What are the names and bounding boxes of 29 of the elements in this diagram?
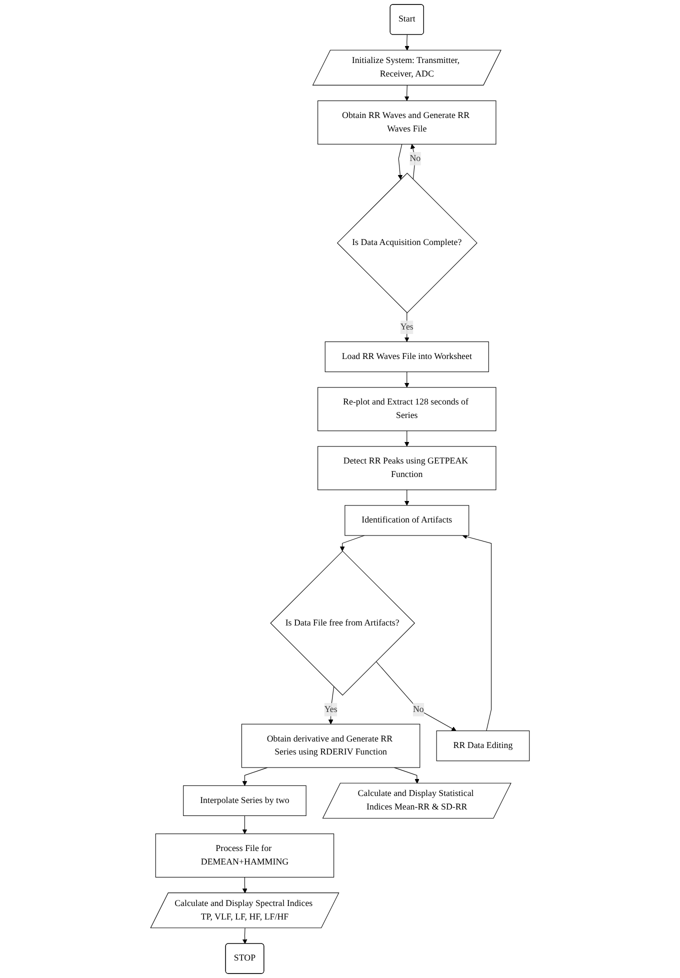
node-box: Re-plot and Extract 128 seconds of Series [318, 387, 496, 432]
node-box: Identification of Artifacts [344, 505, 470, 536]
arrow [376, 661, 456, 732]
arrow [404, 490, 410, 506]
edge-label: Yes [400, 322, 414, 332]
node-diamond: Is Data Acquisition Complete? [336, 172, 478, 314]
arrow [398, 144, 403, 180]
arrow [394, 767, 420, 784]
arrow [242, 928, 248, 944]
node-box: Process File for DEMEAN+HAMMING [155, 834, 334, 878]
arrow [242, 876, 248, 894]
node-box: RR Data Editing [436, 730, 530, 762]
arrow [242, 767, 268, 786]
node-box: Interpolate Series by two [183, 785, 306, 816]
node-diamond: Is Data File free from Artifacts? [270, 550, 416, 696]
edge-label: No [410, 154, 421, 164]
edge-label: Yes [324, 704, 338, 714]
node-box: Detect RR Peaks using GETPEAK Function [318, 446, 496, 490]
arrow [462, 534, 492, 732]
arrow [340, 535, 365, 552]
arrow [404, 372, 410, 388]
node-box: Load RR Waves File into Worksheet [324, 341, 489, 372]
edge-label: No [412, 704, 424, 714]
arrow [404, 430, 410, 447]
node-box: Obtain derivative and Generate RR Series using RDERIV Function [241, 724, 420, 768]
node-box: Obtain RR Waves and Generate RR Waves File [318, 100, 496, 144]
arrow [404, 34, 410, 51]
arrow [242, 815, 248, 834]
arrow [404, 85, 410, 101]
